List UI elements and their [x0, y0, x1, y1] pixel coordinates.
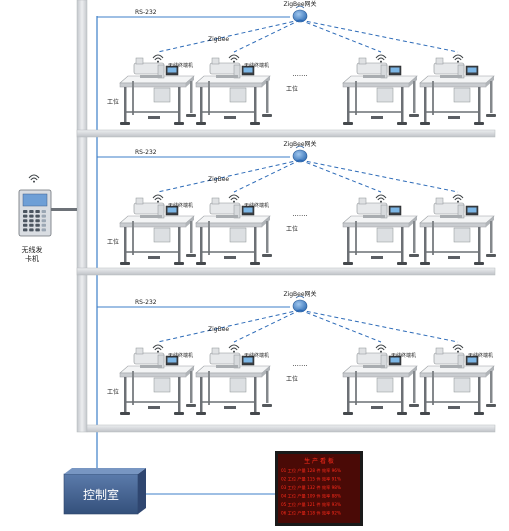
wifi-signal-icon — [375, 344, 387, 354]
zigbee-link — [299, 309, 382, 343]
zigbee-link — [299, 19, 459, 53]
zigbee-gateway-label: ZigBee网关 — [283, 0, 316, 8]
rs232-label: RS-232 — [135, 299, 157, 306]
workstation-1: 无线终端机 — [119, 54, 197, 126]
floor-pipe-1 — [76, 129, 496, 138]
terminal-label: 无线终端机 — [244, 62, 269, 69]
sewing-machine-icon — [419, 57, 497, 126]
control-room-box — [63, 473, 139, 515]
workstation-3: 无线终端机 — [342, 344, 420, 416]
zigbee-link — [233, 19, 301, 53]
workstation-2: 无线终端机 — [195, 194, 273, 266]
terminal-label: 无线终端机 — [168, 352, 193, 359]
led-display-board: 生 产 看 板 01 工位 产量 128 件 效率 96% 02 工位 产量 11… — [275, 451, 363, 526]
wifi-signal-icon — [228, 54, 240, 64]
station-label: 工位 — [107, 388, 119, 396]
main-riser-pipe — [76, 0, 88, 433]
floor-3: RS-232 ZigBee网关 ZigBee 无线终端机 无线终端机 无线终端机 无线终端机… — [97, 290, 497, 416]
display-title: 生 产 看 板 — [304, 457, 334, 465]
wifi-signal-icon — [152, 54, 164, 64]
wifi-signal-icon — [452, 344, 464, 354]
wifi-signal-icon — [152, 194, 164, 204]
floor-pipe-2 — [76, 267, 496, 276]
zigbee-link — [157, 159, 301, 193]
workstation-4: 无线终端机 — [419, 344, 497, 416]
terminal-label-line2: 卡机 — [25, 255, 39, 263]
rs232-label: RS-232 — [135, 149, 157, 156]
station-label: 工位 — [286, 225, 298, 233]
workstation-1: 无线终端机 — [119, 194, 197, 266]
ellipsis: ······· — [292, 362, 308, 370]
display-row: 04 工位 产量 109 件 效率 88% — [281, 493, 341, 500]
zigbee-label: ZigBee — [208, 176, 229, 183]
wifi-signal-icon — [452, 54, 464, 64]
ellipsis: ······· — [292, 212, 308, 220]
terminal-label: 无线发 卡机 — [15, 246, 49, 264]
control-room-label: 控制室 — [82, 487, 119, 502]
terminal-label: 无线终端机 — [468, 352, 493, 359]
workstation-4 — [419, 54, 497, 126]
sewing-machine-icon — [342, 57, 420, 126]
station-label: 工位 — [107, 238, 119, 246]
zigbee-link — [233, 159, 301, 193]
zigbee-link — [299, 19, 382, 53]
station-label: 工位 — [286, 85, 298, 93]
workstation-3 — [342, 194, 420, 266]
zigbee-link — [299, 309, 459, 343]
wifi-signal-icon — [375, 54, 387, 64]
terminal-label: 无线终端机 — [244, 352, 269, 359]
display-row: 01 工位 产量 128 件 效率 96% — [281, 467, 341, 474]
workstation-2: 无线终端机 — [195, 54, 273, 126]
terminal-label-line1: 无线发 — [21, 246, 43, 254]
station-label: 工位 — [286, 375, 298, 383]
workstation-4 — [419, 194, 497, 266]
wifi-signal-icon — [28, 174, 40, 184]
sewing-machine-icon — [342, 197, 420, 266]
zigbee-gateway-icon — [292, 149, 308, 163]
display-row: 03 工位 产量 132 件 效率 98% — [281, 484, 341, 491]
sewing-machine-icon — [419, 197, 497, 266]
zigbee-link — [233, 309, 301, 343]
wifi-signal-icon — [375, 194, 387, 204]
floor-1: RS-232ZigBee网关ZigBee无线终端机无线终端机工位工位······… — [97, 0, 497, 126]
display-row: 02 工位 产量 115 件 效率 91% — [281, 476, 341, 483]
terminal-label: 无线终端机 — [244, 202, 269, 209]
zigbee-link — [157, 19, 301, 53]
zigbee-gateway-label: ZigBee网关 — [283, 140, 316, 148]
terminal-label: 无线终端机 — [168, 62, 193, 69]
workstation-1: 无线终端机 — [119, 344, 197, 416]
zigbee-gateway-icon — [292, 9, 308, 23]
zigbee-label: ZigBee — [208, 326, 229, 333]
display-row: 05 工位 产量 121 件 效率 93% — [281, 501, 341, 508]
zigbee-gateway-icon — [292, 299, 308, 313]
terminal-label: 无线终端机 — [391, 352, 416, 359]
zigbee-gateway-label: ZigBee网关 — [283, 290, 316, 298]
wireless-card-terminal — [18, 174, 77, 237]
station-label: 工位 — [107, 98, 119, 106]
workstation-3 — [342, 54, 420, 126]
wifi-signal-icon — [228, 194, 240, 204]
wifi-signal-icon — [452, 194, 464, 204]
zigbee-link — [157, 309, 301, 343]
wifi-signal-icon — [152, 344, 164, 354]
terminal-label: 无线终端机 — [168, 202, 193, 209]
floor-2: RS-232ZigBee网关ZigBee无线终端机无线终端机工位工位······… — [97, 140, 497, 266]
display-row: 06 工位 产量 118 件 效率 92% — [281, 510, 341, 517]
rs232-label: RS-232 — [135, 9, 157, 16]
ellipsis: ······· — [292, 72, 308, 80]
workstation-2: 无线终端机 — [195, 344, 273, 416]
floor-pipe-3 — [86, 424, 496, 433]
zigbee-link — [299, 159, 459, 193]
zigbee-link — [299, 159, 382, 193]
wifi-signal-icon — [228, 344, 240, 354]
zigbee-label: ZigBee — [208, 36, 229, 43]
